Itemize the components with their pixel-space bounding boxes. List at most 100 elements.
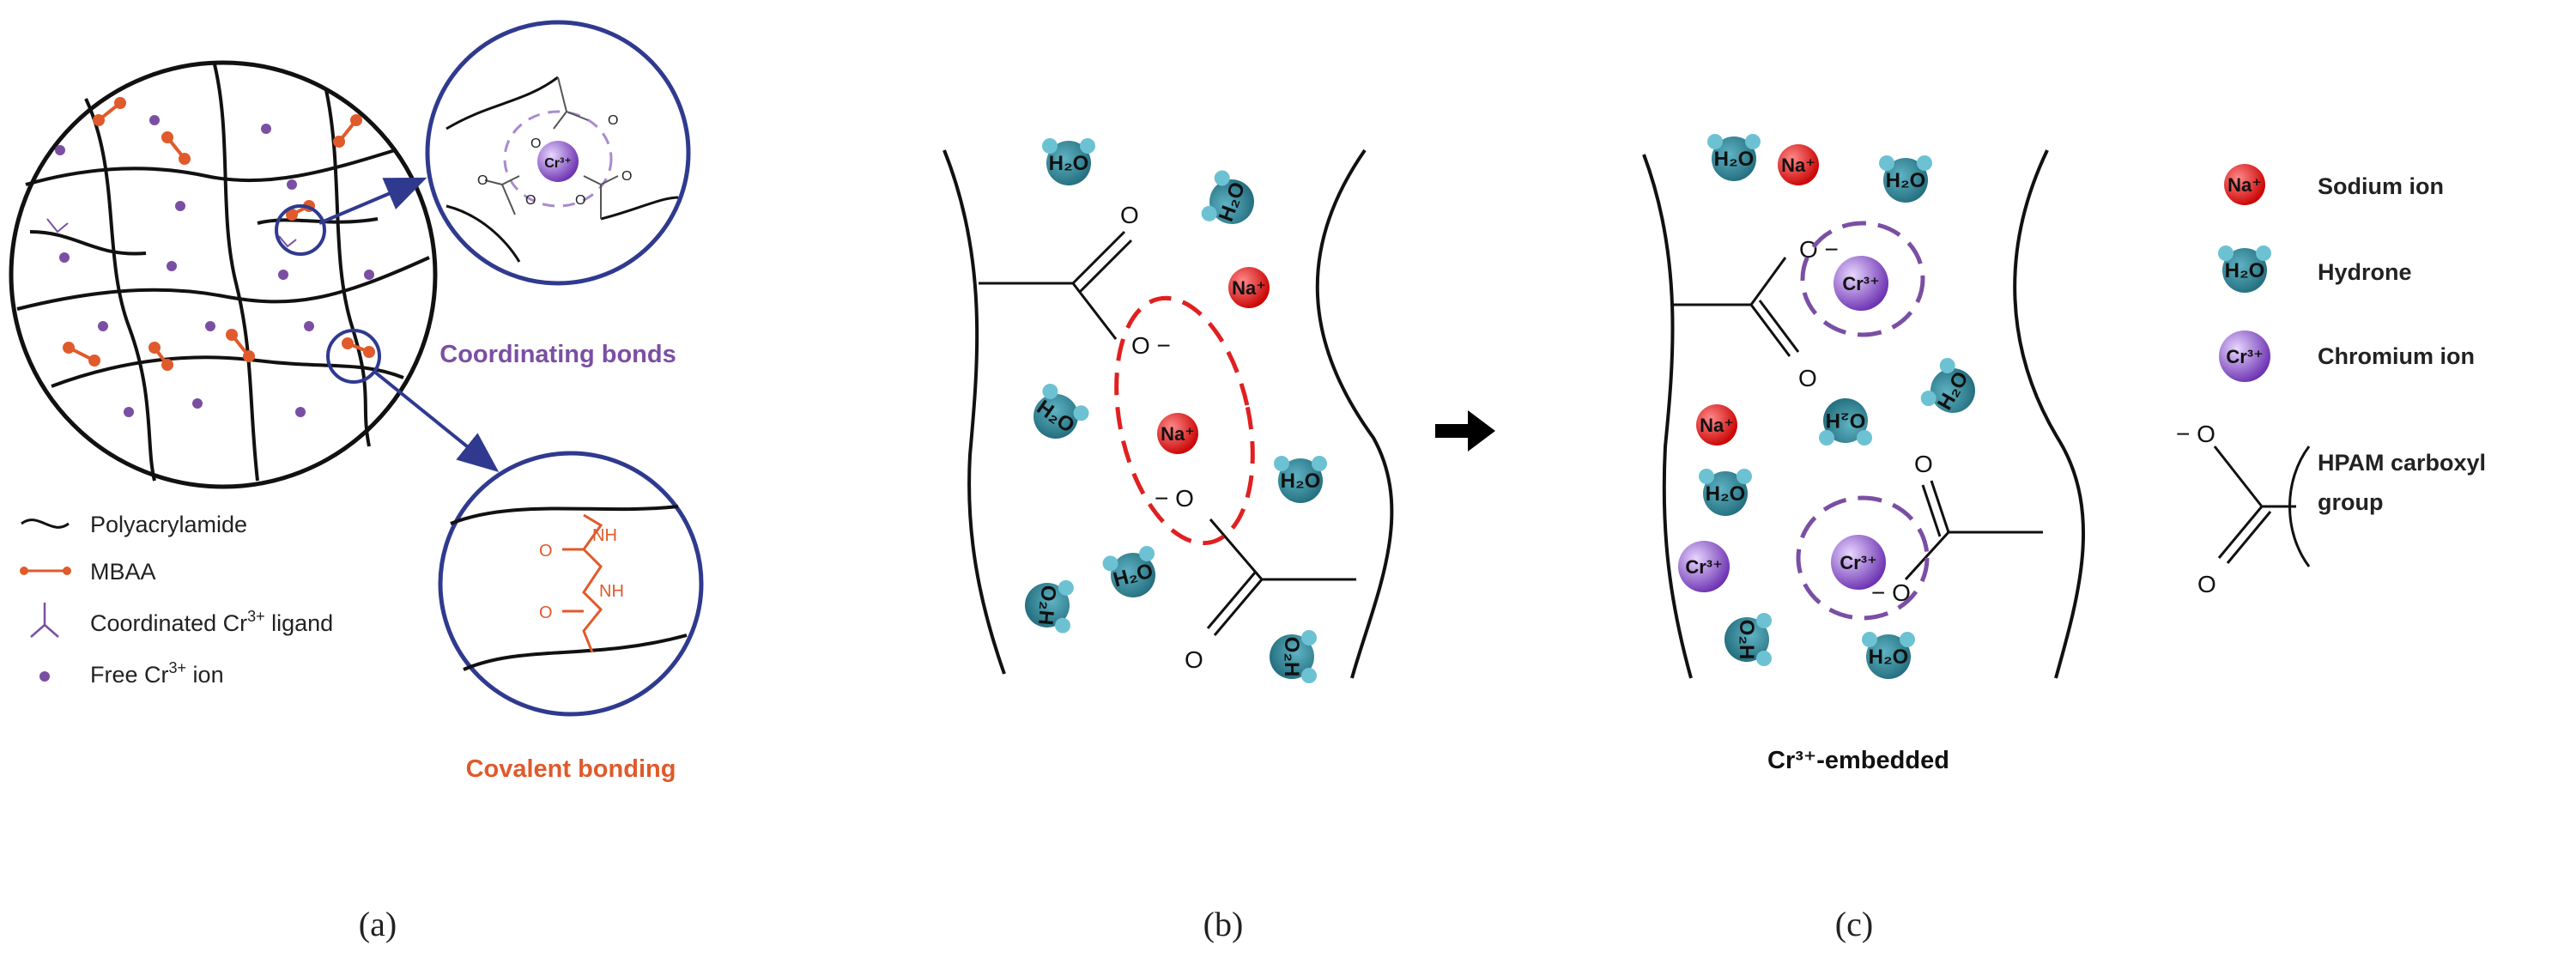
panel-label-c: (c)	[1835, 905, 1873, 943]
svg-text:O: O	[539, 542, 553, 561]
chromium-ion: Cr³⁺	[2219, 330, 2270, 382]
sodium-ion: Na⁺	[2224, 164, 2265, 205]
water-label: H₂O	[1886, 169, 1926, 192]
svg-text:O: O	[1185, 646, 1203, 673]
ion-label: Cr³⁺	[1685, 556, 1722, 578]
ion-label: Na⁺	[1781, 155, 1815, 176]
panel-label-b: (b)	[1203, 905, 1244, 943]
water-molecule: H₂O	[1042, 138, 1095, 185]
svg-text:O: O	[477, 173, 488, 188]
svg-text:O: O	[1798, 365, 1817, 391]
cr-complex-ring-top	[1800, 221, 1925, 337]
sodium-ion: Na⁺	[1157, 413, 1198, 454]
water-molecule: H₂O	[1102, 545, 1155, 597]
na-complex-ring	[1114, 295, 1255, 546]
svg-text:O: O	[530, 136, 541, 151]
carboxyl-c-bottom	[1904, 480, 2043, 581]
water-molecule: H₂O	[1707, 134, 1761, 181]
water-molecule: O₂H	[1724, 613, 1772, 666]
water-label: H₂O	[1281, 470, 1321, 493]
chain-left-b	[943, 149, 1006, 675]
carboxyl-c-top	[1674, 257, 1800, 357]
cr-complex-ring-bottom	[1796, 495, 1930, 621]
ion-label: Cr³⁺	[1840, 552, 1876, 573]
water-molecule: H₂O	[1201, 170, 1254, 225]
water-molecule: H₂O	[1862, 632, 1915, 679]
legend-c: Na⁺ H₂O Cr³⁺ Sodium ion Hydrone Chromium i…	[2176, 164, 2486, 597]
svg-text:O: O	[2197, 571, 2216, 597]
legend-polyacrylamide: Polyacrylamide	[90, 512, 247, 537]
svg-text:O: O	[608, 113, 618, 128]
legend-hpam-line1: HPAM carboxyl	[2318, 450, 2486, 476]
water-molecule: O₂H	[1025, 579, 1074, 634]
chromium-ion: Cr³⁺	[1834, 256, 1888, 311]
water-label: H₂O	[1706, 482, 1746, 506]
carboxyl-b-top	[979, 230, 1133, 340]
svg-text:O: O	[539, 603, 553, 622]
zoom-arrow-covalent	[372, 369, 500, 473]
legend-coord-ligand: Coordinated Cr3+ ligand	[90, 608, 333, 636]
coordinated-ligand-marks	[46, 218, 297, 248]
svg-text:O: O	[525, 193, 536, 208]
svg-text:− O: − O	[2176, 421, 2215, 447]
svg-text:O: O	[1120, 202, 1139, 228]
svg-text:NH: NH	[599, 582, 624, 601]
water-label: O₂H	[1280, 637, 1303, 677]
panel-label-a: (a)	[359, 905, 397, 943]
chain-right-c	[2013, 149, 2086, 679]
chain-right-b	[1315, 149, 1394, 679]
sodium-ion: Na⁺	[1778, 144, 1819, 185]
water-molecule: H₂O	[1920, 357, 1975, 414]
water-label: H₂O	[1714, 148, 1755, 171]
coordinating-bonds-label: Coordinating bonds	[439, 341, 676, 368]
cr-embedded-caption: Cr³⁺-embedded	[1767, 747, 1949, 774]
ion-label: Na⁺	[1232, 277, 1266, 299]
reaction-arrow	[1435, 410, 1495, 452]
chromium-ion: Cr³⁺	[1678, 541, 1730, 592]
free-cr-ions	[55, 115, 374, 417]
polymer-chains	[16, 64, 430, 482]
sodium-ion: Na⁺	[1696, 404, 1737, 446]
svg-text:− O: − O	[1155, 485, 1194, 512]
svg-text:O: O	[1914, 451, 1933, 477]
ion-label: Na⁺	[1700, 415, 1734, 436]
water-label: O₂H	[1033, 585, 1060, 627]
legend-sodium: Sodium ion	[2318, 173, 2444, 199]
legend-carboxyl-glyph	[2213, 446, 2311, 567]
svg-text:O: O	[621, 169, 632, 184]
panel-b: O O − O − O H₂O H₂O Na⁺ H₂O Na⁺ H₂O O₂H H₂O O₂H	[943, 138, 1394, 683]
nh-label: NH	[592, 526, 617, 545]
legend-free-ion: Free Cr3+ ion	[90, 659, 224, 688]
water-label: O₂H	[1735, 620, 1758, 660]
legend-mbaa: MBAA	[90, 559, 156, 585]
water-molecule: O₂H	[1819, 398, 1872, 446]
zoom-marker-covalent	[326, 329, 381, 384]
chromium-ion: Cr³⁺	[1831, 535, 1886, 590]
water-label: H₂O	[1049, 152, 1089, 175]
water-molecule: O₂H	[1270, 630, 1317, 683]
covalent-zoom: NH NH O O	[438, 451, 704, 717]
ion-label: Cr³⁺	[1842, 273, 1879, 294]
water-label: H₂O	[2225, 259, 2265, 282]
water-molecule: H₂O	[1879, 155, 1932, 203]
water-molecule: H₂O	[1699, 469, 1752, 516]
legend-chromium: Chromium ion	[2318, 343, 2475, 369]
zoom-arrow-coord	[318, 177, 427, 225]
ion-label: Cr³⁺	[2226, 346, 2263, 367]
legend-a: Polyacrylamide MBAA Coordinated Cr3+ lig…	[20, 512, 333, 688]
legend-hydrone: Hydrone	[2318, 259, 2412, 285]
svg-text:O −: O −	[1131, 332, 1171, 359]
water-molecule: H₂O	[1033, 383, 1089, 439]
sodium-ion: Na⁺	[1228, 267, 1270, 308]
legend-hpam-line2: group	[2318, 489, 2383, 515]
carboxyl-b-bottom	[1206, 518, 1356, 636]
water-molecule: H₂O	[1274, 456, 1327, 503]
chain-left-c	[1642, 154, 1693, 679]
ion-label: Na⁺	[2227, 174, 2262, 196]
network-circle	[9, 60, 438, 489]
mbaa-crosslinks	[63, 97, 375, 371]
water-label: O₂H	[1826, 409, 1866, 432]
zoom-marker-coord	[275, 204, 326, 256]
